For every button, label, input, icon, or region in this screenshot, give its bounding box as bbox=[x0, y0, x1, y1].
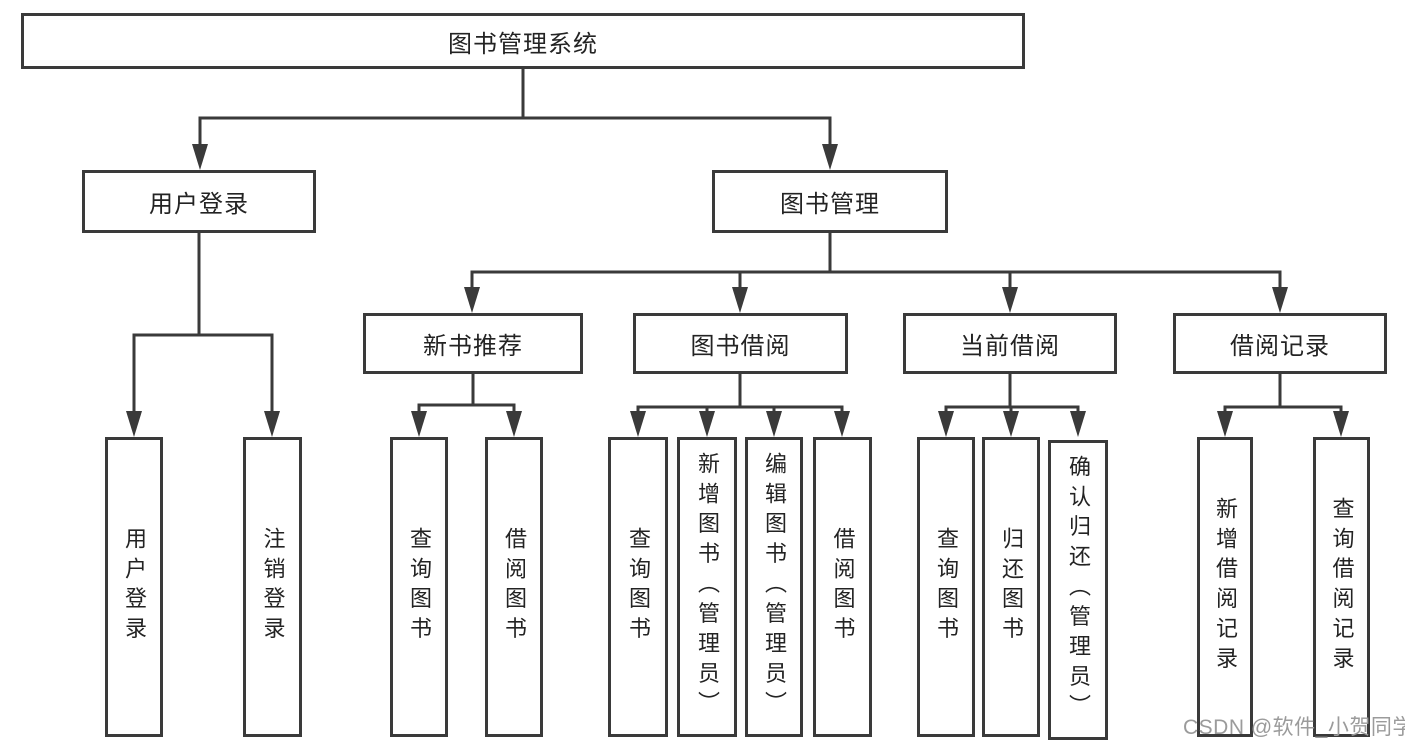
arrowhead bbox=[411, 411, 427, 437]
arrowhead bbox=[464, 287, 480, 313]
node-book-borrowing-label: 图书借阅 bbox=[690, 333, 791, 360]
node-book-management: 图书管理 bbox=[712, 170, 948, 233]
arrowhead bbox=[1002, 287, 1018, 313]
node-borrow-books-label: 借阅图书 bbox=[830, 527, 856, 647]
node-edit-books-admin-label: 编辑图书（管理员） bbox=[762, 452, 787, 722]
node-recommend-query-books-label: 查询图书 bbox=[407, 527, 432, 647]
node-add-books-admin: 新增图书（管理员） bbox=[677, 437, 737, 737]
node-return-books-label: 归还图书 bbox=[999, 527, 1024, 647]
level1-split-line bbox=[198, 116, 832, 148]
node-library-system: 图书管理系统 bbox=[21, 13, 1025, 69]
node-query-borrow-record: 查询借阅记录 bbox=[1313, 437, 1370, 737]
arrowhead bbox=[1272, 287, 1288, 313]
node-recommend-borrow-books: 借阅图书 bbox=[485, 437, 543, 737]
arrowhead bbox=[192, 144, 208, 170]
node-query-borrow-record-label: 查询借阅记录 bbox=[1329, 497, 1355, 677]
node-confirm-return-admin-label: 确认归还（管理员） bbox=[1066, 455, 1091, 725]
node-current-borrowing-label: 当前借阅 bbox=[960, 333, 1060, 360]
node-current-query-books: 查询图书 bbox=[917, 437, 975, 737]
node-logout-action: 注销登录 bbox=[243, 437, 302, 737]
node-recommend-query-books: 查询图书 bbox=[390, 437, 448, 737]
borrow-record-split-line bbox=[1223, 405, 1343, 417]
node-borrowing-query-books: 查询图书 bbox=[608, 437, 668, 737]
node-borrowing-records: 借阅记录 bbox=[1173, 313, 1387, 374]
node-edit-books-admin: 编辑图书（管理员） bbox=[745, 437, 803, 737]
node-logout-action-label: 注销登录 bbox=[260, 527, 286, 647]
arrowhead bbox=[699, 411, 715, 437]
node-borrowing-query-books-label: 查询图书 bbox=[626, 527, 651, 647]
node-return-books: 归还图书 bbox=[982, 437, 1040, 737]
arrowhead bbox=[822, 144, 838, 170]
node-add-books-admin-label: 新增图书（管理员） bbox=[695, 452, 720, 722]
book-borrow-split-line bbox=[636, 405, 844, 417]
arrowhead bbox=[1217, 411, 1233, 437]
node-library-system-label: 图书管理系统 bbox=[448, 30, 598, 58]
arrowhead bbox=[1003, 411, 1019, 437]
node-user-login-action-label: 用户登录 bbox=[122, 527, 147, 647]
arrowhead bbox=[834, 411, 850, 437]
book-management-split-line bbox=[470, 270, 1282, 291]
csdn-watermark: CSDN @软件_小贺同学 bbox=[1183, 716, 1405, 739]
arrowhead bbox=[630, 411, 646, 437]
node-add-borrow-record-label: 新增借阅记录 bbox=[1213, 497, 1238, 677]
node-current-query-books-label: 查询图书 bbox=[934, 527, 959, 647]
node-user-login-label: 用户登录 bbox=[149, 191, 249, 218]
arrowhead bbox=[1333, 411, 1349, 437]
arrowhead bbox=[126, 411, 142, 437]
node-confirm-return-admin: 确认归还（管理员） bbox=[1048, 440, 1108, 740]
arrowhead bbox=[938, 411, 954, 437]
arrowhead bbox=[1070, 411, 1086, 437]
arrowhead bbox=[506, 411, 522, 437]
node-new-book-recommendation: 新书推荐 bbox=[363, 313, 583, 374]
node-borrow-books: 借阅图书 bbox=[813, 437, 872, 737]
node-new-book-recommendation-label: 新书推荐 bbox=[423, 333, 523, 360]
arrowhead bbox=[264, 411, 280, 437]
node-user-login: 用户登录 bbox=[82, 170, 316, 233]
arrowhead bbox=[766, 411, 782, 437]
node-current-borrowing: 当前借阅 bbox=[903, 313, 1117, 374]
user-login-split-line bbox=[132, 333, 274, 415]
node-user-login-action: 用户登录 bbox=[105, 437, 163, 737]
arrowhead bbox=[732, 287, 748, 313]
new-book-split-line bbox=[417, 403, 516, 415]
node-book-management-label: 图书管理 bbox=[780, 191, 880, 218]
node-add-borrow-record: 新增借阅记录 bbox=[1197, 437, 1253, 737]
node-recommend-borrow-books-label: 借阅图书 bbox=[502, 527, 527, 647]
node-book-borrowing: 图书借阅 bbox=[633, 313, 848, 374]
node-borrowing-records-label: 借阅记录 bbox=[1230, 333, 1330, 360]
